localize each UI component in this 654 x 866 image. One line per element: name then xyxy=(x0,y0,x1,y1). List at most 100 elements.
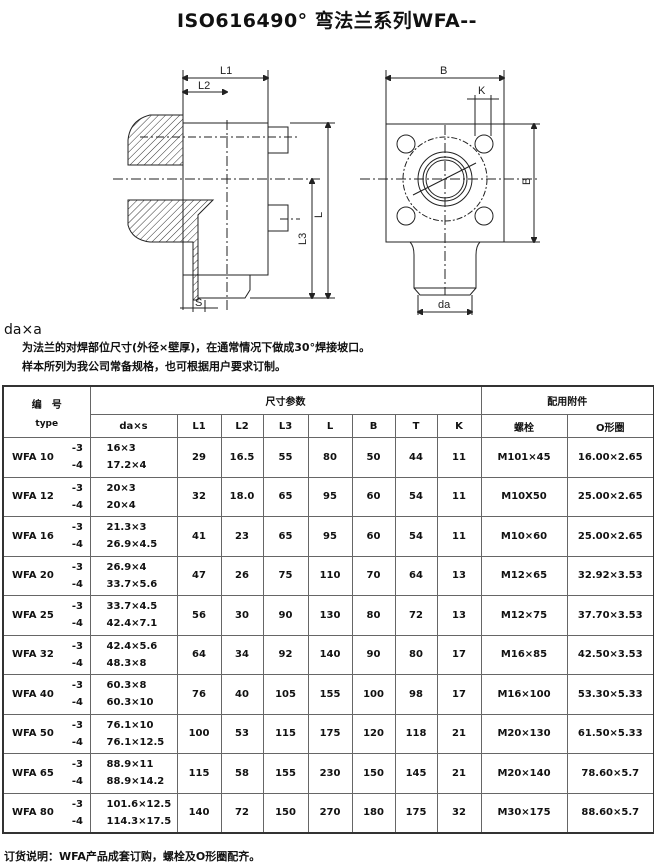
cell-t: 80 xyxy=(394,634,438,675)
cell-l1: 76 xyxy=(176,674,222,715)
da-s-value: 101.6×12.5 xyxy=(106,798,172,810)
da-s-value: 26.9×4 xyxy=(106,561,147,573)
cell-t: 175 xyxy=(394,792,438,834)
cell-k: 32 xyxy=(436,792,482,834)
cell-oring: 32.92×3.53 xyxy=(566,555,654,596)
side-view xyxy=(113,70,335,312)
cell-bolt: M10×60 xyxy=(480,516,568,557)
order-note: 订货说明：WFA产品成套订购，螺栓及O形圈配齐。 xyxy=(4,850,261,863)
cell-k: 13 xyxy=(436,595,482,636)
cell-b: 150 xyxy=(351,753,396,794)
cell-l3: 90 xyxy=(262,595,309,636)
cell-l2: 23 xyxy=(220,516,264,557)
cell-l2: 18.0 xyxy=(220,476,264,517)
cell-k: 11 xyxy=(436,437,482,478)
cell-t: 54 xyxy=(394,516,438,557)
cell-l: 95 xyxy=(307,516,353,557)
suffix: -4 xyxy=(71,499,83,511)
cell-b: 70 xyxy=(351,555,396,596)
type-code: WFA 12 xyxy=(12,491,54,503)
da-s-value: 114.3×17.5 xyxy=(106,815,172,827)
cell-l3: 155 xyxy=(262,753,309,794)
cell-k: 13 xyxy=(436,555,482,596)
label-K: K xyxy=(478,85,486,97)
cell-t: 98 xyxy=(394,674,438,715)
cell-l3: 75 xyxy=(262,555,309,596)
header-accessories: 配用附件 xyxy=(480,385,654,415)
cell-l1: 47 xyxy=(176,555,222,596)
cell-l1: 41 xyxy=(176,516,222,557)
type-code: WFA 65 xyxy=(12,767,54,779)
cell-t: 145 xyxy=(394,753,438,794)
cell-l1: 32 xyxy=(176,476,222,517)
cell-l: 270 xyxy=(307,792,353,834)
cell-b: 90 xyxy=(351,634,396,675)
note-line-1: 为法兰的对焊部位尺寸(外径×壁厚)，在通常情况下做成30°焊接坡口。 xyxy=(22,341,371,354)
cell-bolt: M12×75 xyxy=(480,595,568,636)
cell-bolt: M20×140 xyxy=(480,753,568,794)
label-B-vertical: B xyxy=(521,178,533,185)
page-title: ISO616490° 弯法兰系列WFA-- xyxy=(176,10,478,32)
suffix: -4 xyxy=(71,815,83,827)
cell-oring: 78.60×5.7 xyxy=(566,753,654,794)
cell-l2: 30 xyxy=(220,595,264,636)
cell-k: 17 xyxy=(436,674,482,715)
cell-l3: 105 xyxy=(262,674,309,715)
type-cell: WFA 16-3-4 xyxy=(2,516,91,557)
front-view xyxy=(360,70,540,315)
da-s-cell: 88.9×11 88.9×14.2 xyxy=(89,753,178,794)
da-s-value: 42.4×7.1 xyxy=(106,618,158,630)
cell-bolt: M12×65 xyxy=(480,555,568,596)
suffix: -4 xyxy=(71,697,83,709)
column-header: 螺栓 xyxy=(480,414,568,438)
cell-l1: 115 xyxy=(176,753,222,794)
suffix: -4 xyxy=(71,460,83,472)
type-code: WFA 40 xyxy=(12,688,54,700)
cell-b: 50 xyxy=(351,437,396,478)
column-header: L1 xyxy=(176,414,222,438)
cell-b: 100 xyxy=(351,674,396,715)
da-s-value: 20×3 xyxy=(106,482,136,494)
da-s-value: 16×3 xyxy=(106,443,136,455)
cell-l: 130 xyxy=(307,595,353,636)
column-header: T xyxy=(394,414,438,438)
cell-k: 17 xyxy=(436,634,482,675)
cell-oring: 88.60×5.7 xyxy=(566,792,654,834)
cell-l: 80 xyxy=(307,437,353,478)
da-s-value: 88.9×14.2 xyxy=(106,776,165,788)
cell-l3: 150 xyxy=(262,792,309,834)
technical-drawing: L1 L2 L L3 S B K B da xyxy=(113,65,540,315)
type-code: WFA 32 xyxy=(12,649,54,661)
da-s-value: 33.7×5.6 xyxy=(106,578,158,590)
suffix: -3 xyxy=(71,561,83,573)
cell-l3: 92 xyxy=(262,634,309,675)
cell-l1: 140 xyxy=(176,792,222,834)
header-dimensions: 尺寸参数 xyxy=(89,385,482,415)
cell-t: 54 xyxy=(394,476,438,517)
column-header: K xyxy=(436,414,482,438)
label-L2: L2 xyxy=(198,80,210,92)
cell-oring: 37.70×3.53 xyxy=(566,595,654,636)
type-cell: WFA 12-3-4 xyxy=(2,476,91,517)
cell-t: 44 xyxy=(394,437,438,478)
da-s-value: 88.9×11 xyxy=(106,759,154,771)
suffix: -3 xyxy=(71,601,83,613)
type-code: WFA 10 xyxy=(12,451,54,463)
cell-l1: 29 xyxy=(176,437,222,478)
cell-l2: 58 xyxy=(220,753,264,794)
type-cell: WFA 32-3-4 xyxy=(2,634,91,675)
da-s-value: 48.3×8 xyxy=(106,657,147,669)
cell-oring: 42.50×3.53 xyxy=(566,634,654,675)
cell-l: 95 xyxy=(307,476,353,517)
cell-l2: 53 xyxy=(220,713,264,754)
type-code: WFA 16 xyxy=(12,530,54,542)
type-cell: WFA 20-3-4 xyxy=(2,555,91,596)
cell-l1: 64 xyxy=(176,634,222,675)
cell-oring: 61.50×5.33 xyxy=(566,713,654,754)
